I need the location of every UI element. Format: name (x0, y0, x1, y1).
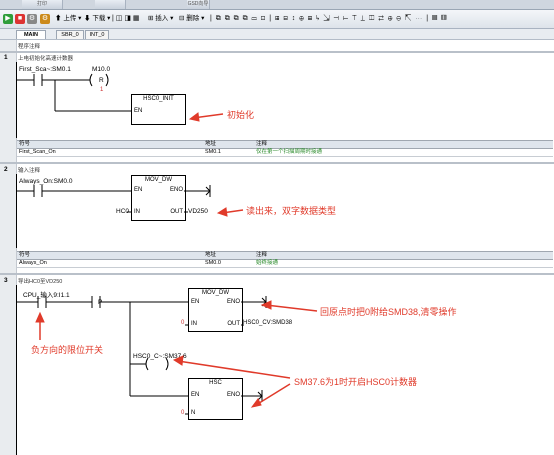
coil-type-1: R (99, 77, 104, 84)
network-number-3: 3 (4, 277, 8, 284)
in-value-3: 0 (181, 320, 185, 326)
power-rail (16, 62, 17, 138)
header-symbol: 符号 (19, 252, 31, 258)
pin-eno: ENO (226, 392, 240, 398)
network-number-1: 1 (4, 54, 8, 61)
header-comment: 注释 (256, 252, 268, 258)
contact-label-sm37: HSC0_C~:SM37.6 (133, 353, 187, 360)
compile-all-icon[interactable]: ⚙ (40, 14, 50, 24)
box-title: MOV_DW (202, 290, 229, 296)
symbol-table-2: 符号 地址 注释 Always_On SM0.0 始终接通 (17, 251, 553, 268)
symbol-name: Always_On (19, 260, 47, 266)
contact-label-3: CPU_输入9:I1.1 (23, 292, 70, 299)
symbol-table-1: 符号 地址 注释 First_Scan_On SM0.1 仅在第一个扫描周期时接… (17, 140, 553, 157)
network-comment-3: 导出HC0至VD250 (18, 279, 63, 285)
upload-icon: ⬆ (55, 15, 62, 22)
ribbon-strip: 打印 GSD向导 (0, 0, 554, 10)
hsc-box[interactable]: HSC EN ENO N (188, 378, 243, 420)
upload-button[interactable]: ⬆ 上传 ▾ (55, 15, 82, 22)
contact-label-1: First_Sca~:SM0.1 (19, 66, 71, 73)
contact-label-2: Always_On:SM0.0 (19, 178, 73, 185)
coil-n-1: 1 (100, 87, 104, 93)
symbol-table-header: 符号 地址 注释 (17, 252, 553, 260)
print-button[interactable]: 打印 (22, 0, 63, 9)
symbol-name: First_Scan_On (19, 149, 56, 155)
pin-en: EN (191, 299, 200, 305)
pin-eno: ENO (169, 187, 183, 193)
insert-button[interactable]: ⊞ 插入 ▾ (148, 15, 174, 22)
out-value-2: VD250 (188, 208, 208, 215)
annotation-sm376: SM37.6为1时开启HSC0计数器 (294, 377, 418, 387)
header-symbol: 符号 (19, 141, 31, 147)
n-value-3: 0 (181, 410, 185, 416)
annotation-init: 初始化 (227, 110, 255, 120)
header-address: 地址 (205, 252, 217, 258)
out-value-3: HSC0_CV:SMD38 (243, 320, 293, 326)
annotation-limit-switch: 负方向的限位开关 (31, 345, 104, 355)
symbol-row[interactable]: Always_On SM0.0 始终接通 (17, 260, 553, 268)
pin-en: EN (191, 392, 200, 398)
download-icon: ⬇ (84, 15, 91, 22)
in-value-2: HC0 (116, 208, 130, 215)
network-separator (0, 162, 554, 164)
stop-icon[interactable]: ■ (15, 14, 25, 24)
tab-bar: MAIN SBR_0 INT_0 (0, 29, 554, 40)
network-separator (0, 51, 554, 53)
network-comment-2: 输入注释 (18, 168, 41, 174)
gsd-wizard-button[interactable]: GSD向导 (187, 0, 210, 9)
toolbar: ▶ ■ ⚙ ⚙ ⬆ 上传 ▾ ⬇ 下载 ▾ | ◫ ◨ ▦ ⊞ 插入 ▾ ⊟ 删… (0, 10, 554, 29)
pin-in: IN (134, 209, 140, 215)
pin-en: EN (134, 108, 143, 114)
pin-eno: ENO (226, 299, 240, 305)
tab-sbr0[interactable]: SBR_0 (56, 30, 84, 39)
tab-main[interactable]: MAIN (16, 30, 46, 39)
download-button[interactable]: ⬇ 下载 ▾ (84, 15, 111, 22)
symbol-table-header: 符号 地址 注释 (17, 141, 553, 149)
pin-n: N (191, 410, 196, 416)
program-comment: 程序注释 (18, 44, 41, 50)
insert-icon: ⊞ (148, 15, 154, 22)
box-title: HSC (209, 380, 222, 386)
annotation-clear: 回原点时把0附给SMD38,清零操作 (320, 307, 457, 317)
pin-out: OUT (227, 321, 240, 327)
symbol-address: SM0.0 (205, 260, 221, 266)
symbol-address: SM0.1 (205, 149, 221, 155)
hsc0-init-box[interactable]: HSC0_INIT EN (131, 94, 186, 125)
coil-address-1: M10.0 (92, 66, 111, 73)
header-comment: 注释 (256, 141, 268, 147)
ribbon-button[interactable] (95, 0, 126, 9)
edit-icons[interactable]: | ⧉ ⧉ ⧉ ⧉ ▭ ⊡ | ⊞ ⊟ ↕ ⊕ ⊞ ↳ ⇲ ⊣ ⊢ ⊤ ⊥ ◫ … (210, 15, 448, 22)
mov-dw-box-2[interactable]: MOV_DW EN ENO IN OUT (188, 288, 243, 332)
symbol-comment: 始终接通 (256, 260, 279, 266)
delete-icon: ⊟ (179, 15, 185, 22)
pin-en: EN (134, 187, 143, 193)
misc-icons[interactable]: | ◫ ◨ ▦ (112, 15, 140, 22)
mov-dw-box-1[interactable]: MOV_DW EN ENO IN OUT (131, 175, 186, 221)
box-title: HSC0_INIT (143, 96, 174, 102)
network-separator (0, 273, 554, 275)
annotation-read: 读出来，双字数据类型 (246, 206, 337, 216)
power-rail (16, 285, 17, 455)
delete-button[interactable]: ⊟ 删除 ▾ (179, 15, 205, 22)
pin-in: IN (191, 321, 197, 327)
network-comment-1: 上电初始化高速计数器 (18, 56, 74, 62)
pin-out: OUT (170, 209, 183, 215)
run-icon[interactable]: ▶ (3, 14, 13, 24)
compile-icon[interactable]: ⚙ (27, 14, 37, 24)
symbol-row[interactable]: First_Scan_On SM0.1 仅在第一个扫描周期时接通 (17, 149, 553, 157)
header-address: 地址 (205, 141, 217, 147)
box-title: MOV_DW (145, 177, 172, 183)
network-number-2: 2 (4, 166, 8, 173)
power-rail (16, 174, 17, 248)
tab-int0[interactable]: INT_0 (85, 30, 109, 39)
symbol-comment: 仅在第一个扫描周期时接通 (256, 149, 323, 155)
